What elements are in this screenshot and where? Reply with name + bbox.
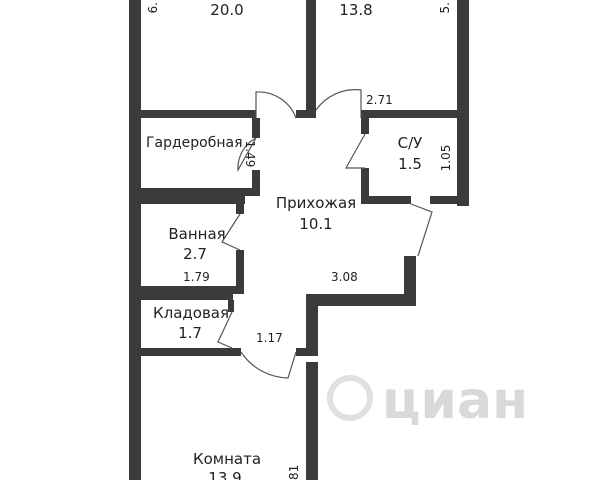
room-area-bath: 2.7 (183, 245, 207, 263)
dimension-top-left-cut: 6. (146, 2, 160, 13)
room-area-top-right: 13.8 (339, 1, 372, 19)
wall-storage-right (228, 300, 234, 312)
door-entrance (410, 203, 433, 257)
room-area-hall: 10.1 (299, 215, 332, 233)
wall-room-top-b (296, 348, 318, 356)
dimension-1-05: 1.05 (439, 145, 453, 172)
wall-under-room-left (141, 110, 256, 118)
room-area-top-left: 20.0 (210, 1, 243, 19)
wall-under-room-right (361, 110, 469, 118)
door-bath (221, 213, 241, 251)
watermark: циан (327, 371, 528, 431)
door-wardrobe (237, 137, 257, 173)
room-area-storage: 1.7 (178, 324, 202, 342)
door-wc (344, 133, 366, 169)
wall-under-room-left-b (296, 110, 316, 118)
wall-right-outer (457, 0, 469, 206)
wall-wardrobe-right-b (252, 170, 260, 192)
wall-room-right (306, 306, 318, 348)
room-name-wc: С/У (398, 134, 423, 152)
door-room-right (315, 89, 362, 118)
walls (129, 0, 469, 480)
watermark-logo-icon (327, 375, 373, 421)
wall-bath-right-b (236, 250, 244, 290)
wall-bath-top (141, 196, 245, 204)
wall-wardrobe-right (252, 118, 260, 138)
wall-storage-top (141, 294, 233, 300)
wall-wc-bottom-b (430, 196, 469, 204)
room-name-room: Комната (193, 450, 261, 468)
dimension-labels: 6. 5. 2.71 1.49 1.05 1.79 3.08 1.17 81 (146, 2, 453, 480)
wall-bath-right (236, 204, 244, 214)
room-area-room: 13.9 (208, 469, 241, 480)
dimension-top-right-cut: 5. (438, 2, 452, 13)
wall-hall-bottom (306, 294, 416, 306)
dimension-3-08: 3.08 (331, 270, 358, 284)
dimension-2-71: 2.71 (366, 93, 393, 107)
wall-wardrobe-bottom (141, 188, 260, 196)
room-labels: 20.0 13.8 Гардеробная С/У 1.5 Прихожая 1… (146, 1, 422, 480)
wall-hall-right (404, 256, 416, 306)
wall-wc-left (361, 118, 369, 134)
wall-bath-bottom (141, 286, 244, 294)
door-room-left (255, 91, 297, 119)
dimension-1-17: 1.17 (256, 331, 283, 345)
door-room-bottom (240, 351, 297, 379)
room-name-storage: Кладовая (153, 304, 229, 322)
watermark-logo: циан (382, 371, 528, 431)
dimension-bottom-cut: 81 (287, 465, 301, 480)
door-storage (217, 311, 233, 349)
wall-top-divider (306, 0, 316, 118)
room-area-wc: 1.5 (398, 155, 422, 173)
wall-left-outer (129, 0, 141, 480)
wall-room-right-b (306, 362, 318, 480)
wall-storage-bottom (141, 348, 241, 356)
dimension-1-79: 1.79 (183, 270, 210, 284)
room-name-bath: Ванная (168, 225, 225, 243)
doors (217, 89, 433, 379)
room-name-hall: Прихожая (276, 194, 356, 212)
wall-wc-left-b (361, 168, 369, 204)
wall-wc-bottom (361, 196, 411, 204)
dimension-1-49: 1.49 (243, 141, 257, 168)
room-name-wardrobe: Гардеробная (146, 135, 243, 151)
